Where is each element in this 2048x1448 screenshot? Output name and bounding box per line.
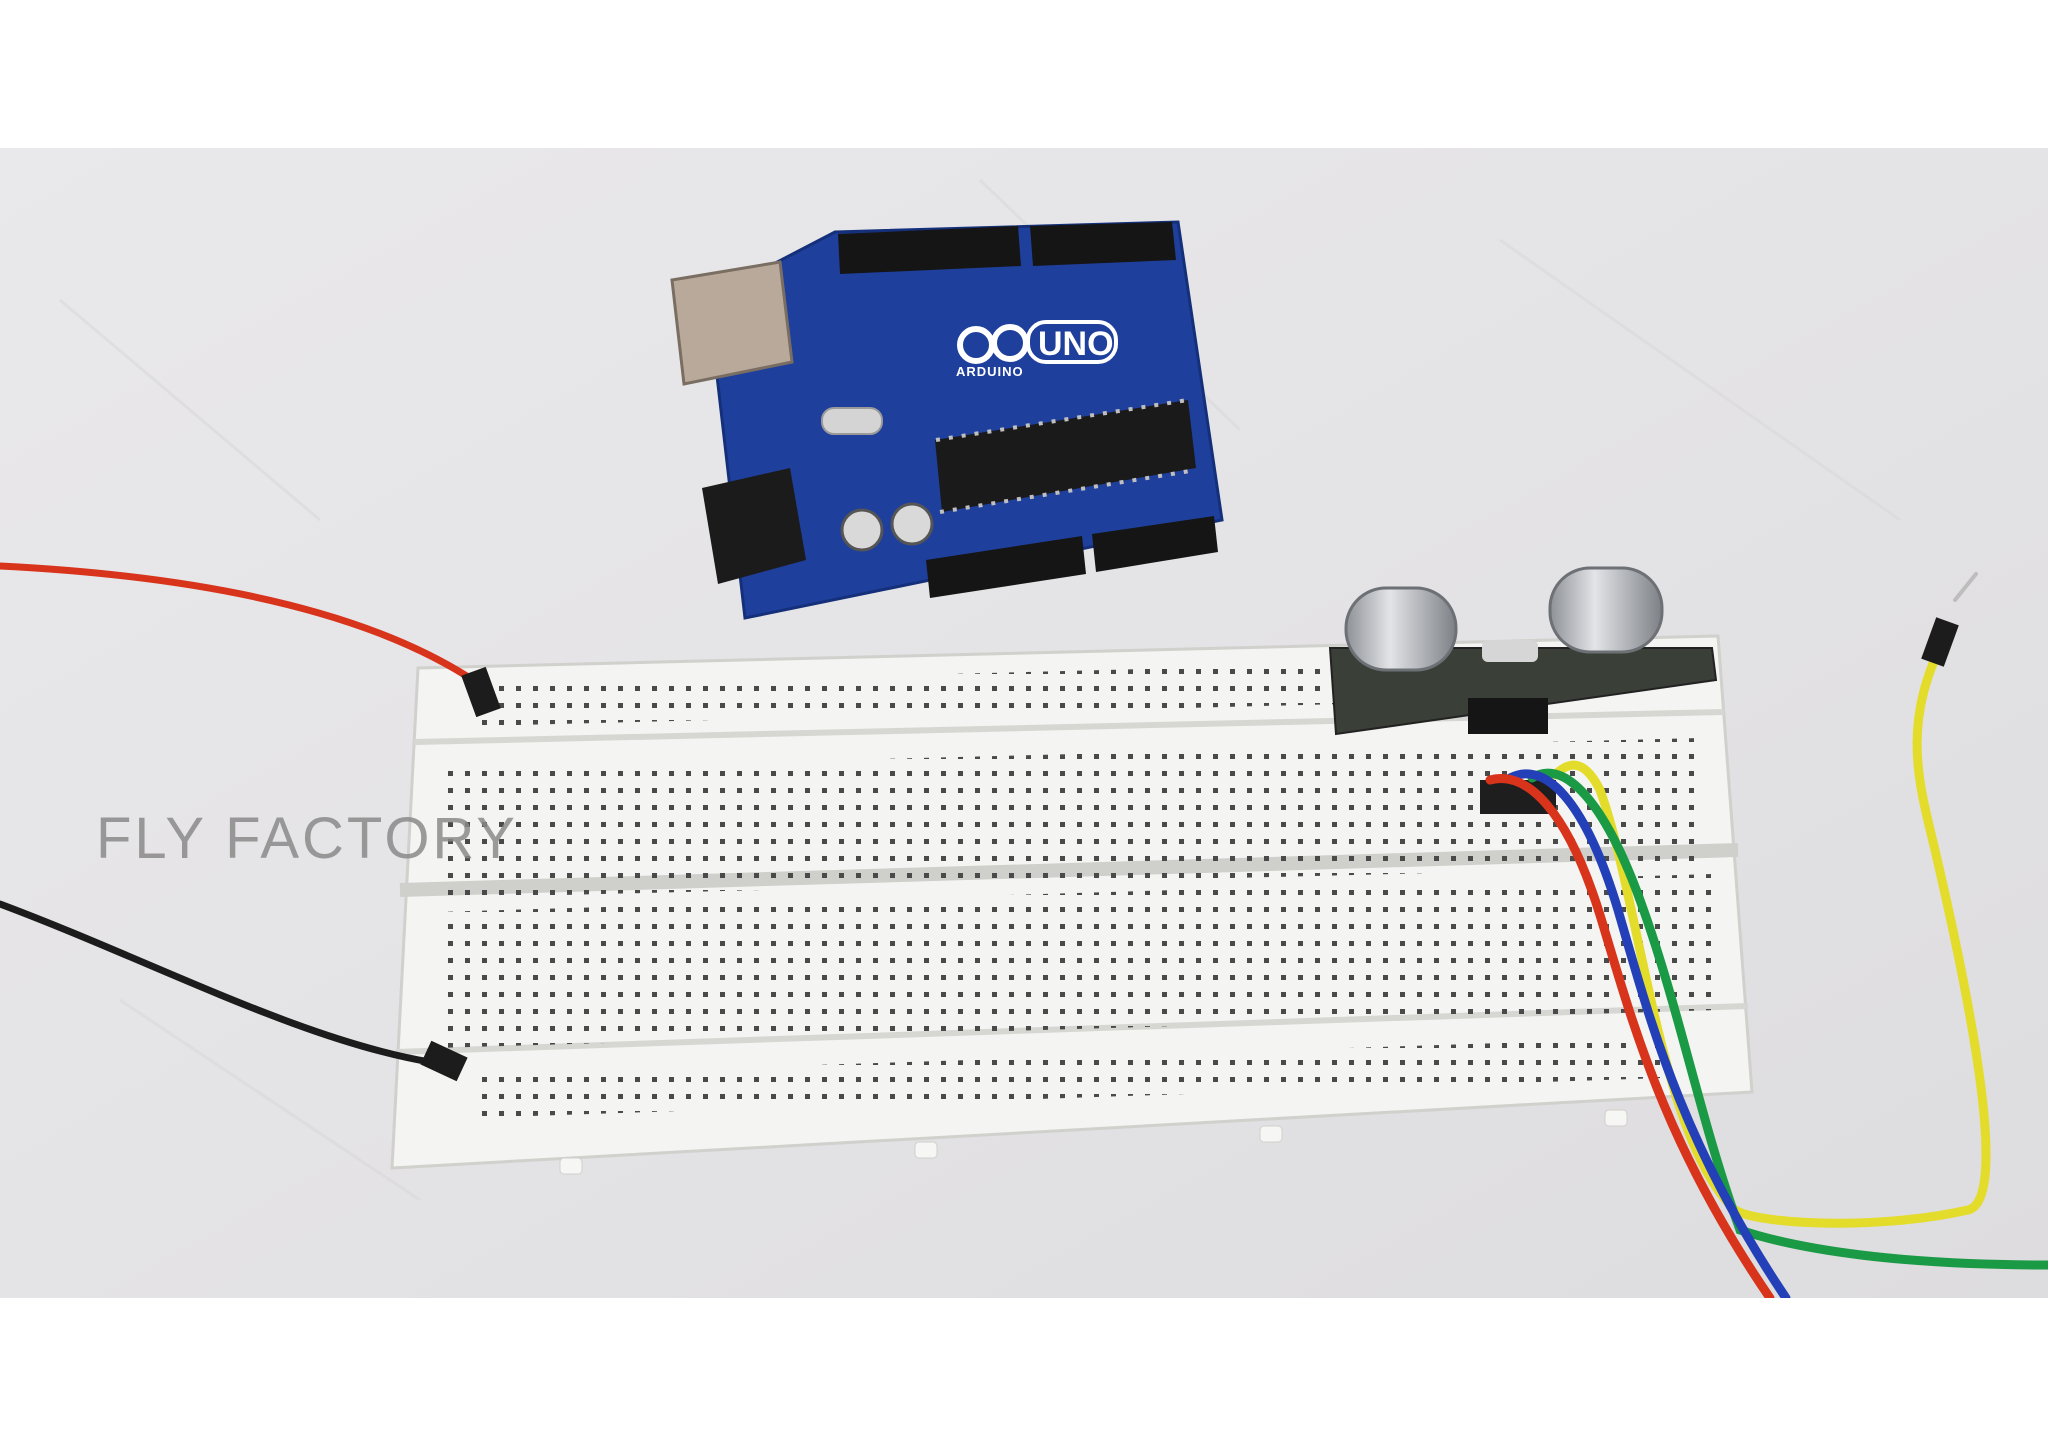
terminal-strip-top-holes bbox=[446, 738, 1706, 898]
red-wire bbox=[0, 562, 480, 686]
power-rail-bottom-holes bbox=[470, 1038, 1662, 1118]
ultrasonic-sensor bbox=[1328, 566, 1718, 814]
board-model-label: UNO bbox=[1038, 325, 1114, 363]
usb-connector bbox=[670, 260, 794, 386]
breadboard bbox=[390, 634, 1754, 1175]
capacitor bbox=[890, 502, 934, 546]
arduino-uno-board: UNO ARDUINO bbox=[670, 220, 1224, 620]
power-rail-top-holes bbox=[478, 664, 1342, 726]
board-brand-label: ARDUINO bbox=[956, 364, 1024, 379]
power-jack bbox=[702, 468, 806, 584]
jumper-wires bbox=[0, 562, 2048, 1303]
capacitor bbox=[840, 508, 884, 552]
terminal-strip-bottom-holes bbox=[436, 874, 1718, 1048]
black-wire bbox=[0, 900, 434, 1066]
sensor-transducer-left bbox=[1344, 586, 1458, 672]
arduino-logo: UNO ARDUINO bbox=[956, 320, 1118, 379]
red-sensor-wire bbox=[1485, 774, 1775, 1303]
microcontroller-chip bbox=[935, 400, 1196, 512]
watermark-text: FLY FACTORY bbox=[96, 806, 518, 871]
green-wire bbox=[1527, 768, 2048, 1270]
sensor-pin-header bbox=[1468, 698, 1548, 734]
sensor-transducer-right bbox=[1548, 566, 1664, 654]
blue-wire bbox=[1505, 769, 1791, 1303]
